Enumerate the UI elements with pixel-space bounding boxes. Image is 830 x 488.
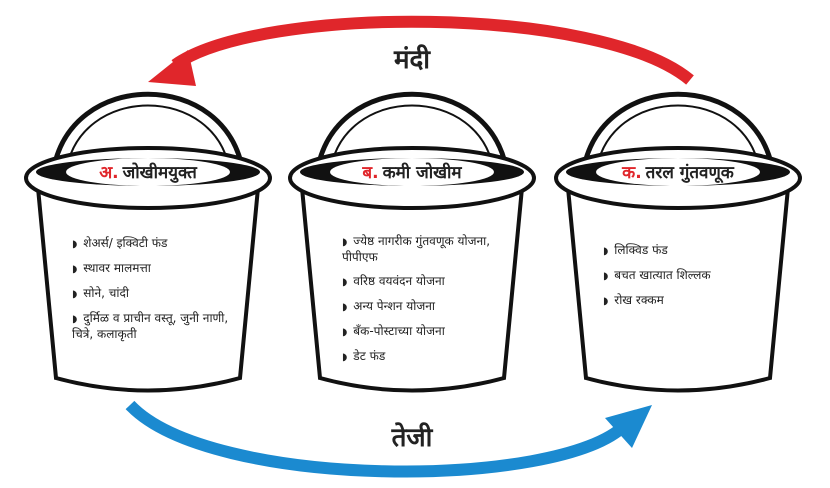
bucket-c-list: लिक्विड फंड बचत खात्यात शिल्लक रोख रक्कम [603,243,753,318]
bucket-a-title-text: जोखीमयुक्त [122,163,197,183]
bucket-c-prefix: क. [622,163,642,183]
list-item: वरिष्ठ वयवंदन योजना [342,274,507,290]
list-item: दुर्मिळ व प्राचीन वस्तू, जुनी नाणी, चित्… [72,311,232,342]
list-item: लिक्विड फंड [603,243,753,259]
recession-arrowhead [148,50,196,86]
list-item: अन्य पेन्शन योजना [342,299,507,315]
bucket-b-list: ज्येष्ठ नागरीक गुंतवणूक योजना, पीपीएफ वर… [342,234,507,374]
list-item: बचत खात्यात शिल्लक [603,268,753,284]
list-item: बँक-पोस्टाच्या योजना [342,324,507,340]
bucket-a-prefix: अ. [99,163,119,183]
boom-arrowhead [605,405,652,448]
bucket-c-title: क.तरल गुंतवणूक [622,160,734,183]
bucket-b-title: ब.कमी जोखीम [362,160,461,183]
bucket-b-title-text: कमी जोखीम [382,163,462,183]
list-item: डेट फंड [342,349,507,365]
list-item: ज्येष्ठ नागरीक गुंतवणूक योजना, पीपीएफ [342,234,507,265]
list-item: रोख रक्कम [603,293,753,309]
bucket-b-prefix: ब. [362,163,379,183]
boom-label: तेजी [391,423,433,453]
recession-arrow [171,15,694,85]
boom-arrow [125,400,630,478]
list-item: सोने, चांदी [72,286,232,302]
bucket-c-title-text: तरल गुंतवणूक [645,163,734,183]
recession-label: मंदी [393,45,431,75]
bucket-a-list: शेअर्स/ इक्विटी फंड स्थावर मालमत्ता सोने… [72,236,232,351]
list-item: स्थावर मालमत्ता [72,261,232,277]
list-item: शेअर्स/ इक्विटी फंड [72,236,232,252]
bucket-a-title: अ.जोखीमयुक्त [99,160,197,183]
